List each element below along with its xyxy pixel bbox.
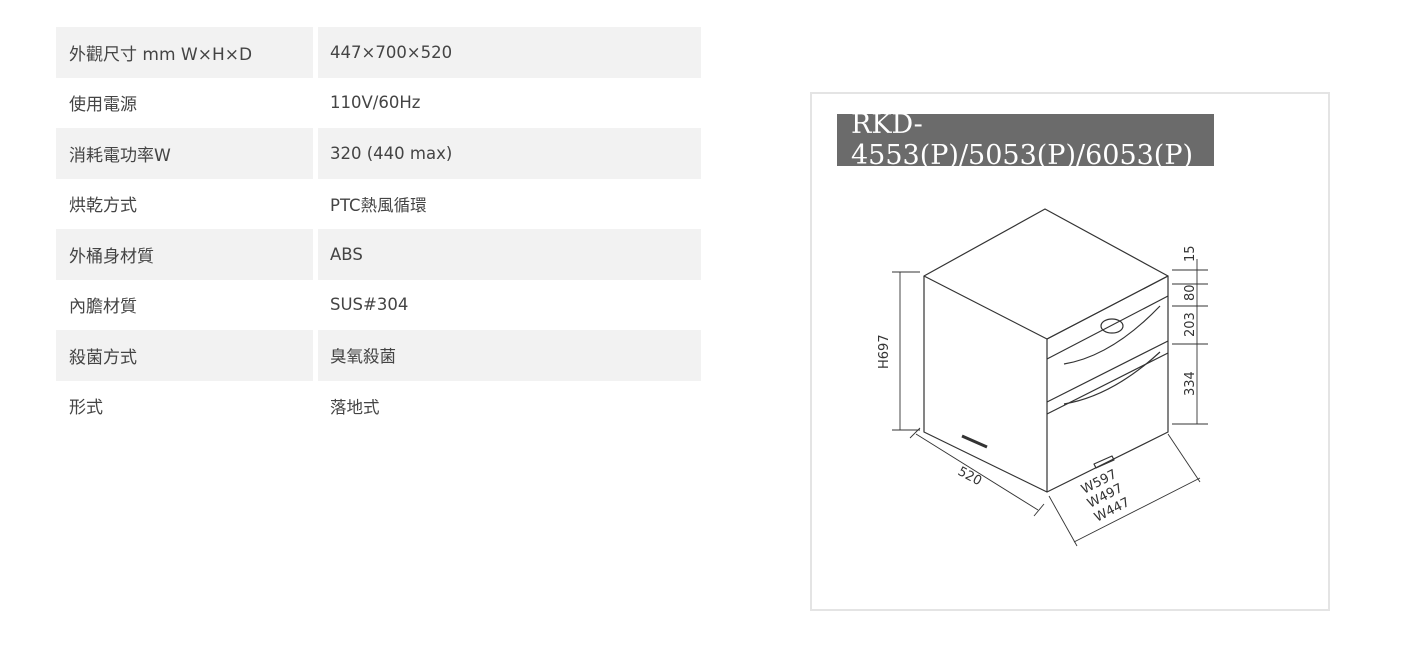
spec-label: 烘乾方式 xyxy=(69,196,137,217)
spec-value: PTC熱風循環 xyxy=(330,195,427,215)
spec-row: 殺菌方式 臭氧殺菌 xyxy=(56,330,701,381)
dimension-drawing: H697 520 W597 W497 W447 15 80 203 334 xyxy=(877,208,1208,547)
spec-value: 447×700×520 xyxy=(318,27,701,78)
spec-value: 320 (440 max) xyxy=(318,128,701,179)
spec-label: 消耗電功率W xyxy=(56,128,313,179)
side-dimension-label: 15 xyxy=(1183,245,1198,262)
spec-label: 形式 xyxy=(69,398,103,419)
side-dimension-label: 334 xyxy=(1183,371,1198,396)
spec-value: 落地式 xyxy=(330,397,380,417)
side-dimension-label: 80 xyxy=(1183,284,1198,301)
spec-row: 形式 落地式 xyxy=(56,381,701,432)
height-dimension-label: H697 xyxy=(877,334,892,369)
spec-label: 外桶身材質 xyxy=(56,229,313,280)
spec-row: 消耗電功率W 320 (440 max) xyxy=(56,128,701,179)
product-diagram: RKD-4553(P)/5053(P)/6053(P) xyxy=(810,92,1330,611)
spec-row: 外桶身材質 ABS xyxy=(56,229,701,280)
spec-value: SUS#304 xyxy=(330,295,409,315)
spec-value: 110V/60Hz xyxy=(330,93,421,113)
spec-value: ABS xyxy=(318,229,701,280)
depth-dimension-label: 520 xyxy=(955,464,984,489)
spec-row: 內膽材質 SUS#304 xyxy=(56,280,701,331)
spec-label: 使用電源 xyxy=(69,95,137,116)
model-title: RKD-4553(P)/5053(P)/6053(P) xyxy=(837,109,1214,171)
spec-label: 外觀尺寸 mm W×H×D xyxy=(56,27,313,78)
side-dimension-label: 203 xyxy=(1183,312,1198,337)
spec-label: 殺菌方式 xyxy=(56,330,313,381)
spec-table: 外觀尺寸 mm W×H×D 447×700×520 使用電源 110V/60Hz… xyxy=(56,27,701,431)
spec-row: 外觀尺寸 mm W×H×D 447×700×520 xyxy=(56,27,701,78)
spec-label: 內膽材質 xyxy=(69,297,137,318)
spec-row: 烘乾方式 PTC熱風循環 xyxy=(56,179,701,230)
spec-row: 使用電源 110V/60Hz xyxy=(56,78,701,129)
spec-value: 臭氧殺菌 xyxy=(318,330,701,381)
